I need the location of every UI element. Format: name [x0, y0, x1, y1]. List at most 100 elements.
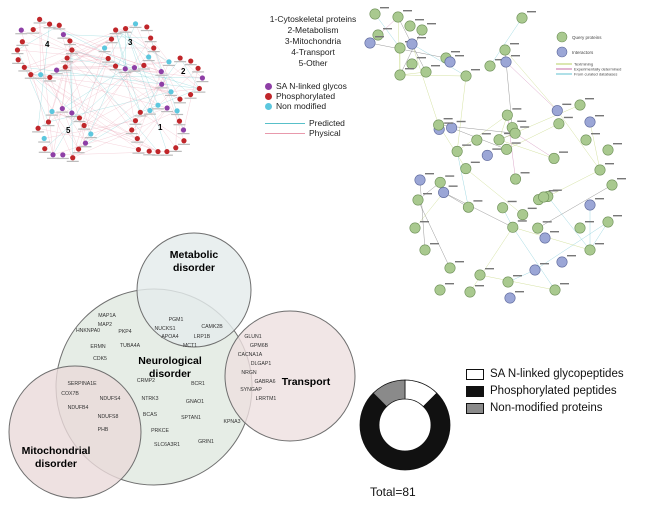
network-node	[38, 72, 44, 78]
node-label-stub	[567, 255, 576, 257]
node-label-stub	[605, 163, 614, 165]
network-edge	[115, 66, 141, 113]
node-label-stub	[462, 144, 472, 146]
query-protein-node	[412, 194, 424, 206]
node-label-stub	[517, 220, 527, 222]
network-node	[21, 64, 27, 70]
network-node	[158, 69, 164, 75]
network-edge	[62, 68, 126, 109]
node-label-stub	[160, 154, 173, 156]
node-label-stub	[27, 32, 40, 34]
legend-physical: Physical	[265, 128, 341, 138]
category-item: 2-Metabolism	[287, 25, 339, 35]
network-edge	[135, 23, 162, 85]
legend-non-modified: Non modified	[265, 101, 326, 111]
network-edge	[179, 57, 200, 89]
red-dot-icon	[265, 92, 272, 100]
network-node	[45, 119, 52, 125]
gene-label: CAMK2B	[201, 324, 223, 330]
string-edge	[589, 121, 601, 171]
node-label-stub	[173, 124, 186, 126]
network-edge	[69, 40, 159, 106]
network-node	[64, 55, 70, 61]
node-label-stub	[513, 275, 522, 277]
string-network-nodes	[364, 7, 626, 304]
gene-label: GNAO1	[186, 399, 204, 405]
node-label-stub	[451, 51, 460, 53]
string-edge	[589, 221, 609, 251]
network-edge	[56, 61, 169, 71]
mito-neuro-genes: SERPINA1E COX7B NDUFS4 NDUFB4 NDUFS8 PHB	[61, 381, 120, 433]
network-node	[147, 107, 153, 114]
metabolic-neuro-genes: PGM1 CAMK2B NUCKS1 LRP1B APOA4 MCT1	[154, 317, 223, 349]
gene-label: ERMN	[90, 344, 106, 350]
network-edge	[140, 112, 185, 141]
node-label-stub	[119, 31, 132, 33]
node-label-stub	[57, 37, 70, 39]
node-label-stub	[504, 132, 514, 135]
interactor-node	[481, 149, 493, 161]
network-node	[188, 58, 194, 64]
node-label-stub	[405, 68, 414, 70]
string-edge	[505, 61, 558, 111]
network-edge	[125, 68, 203, 79]
gene-label: BCAS	[143, 412, 158, 418]
network-node	[174, 108, 180, 114]
node-label-stub	[78, 128, 91, 130]
node-label-stub	[613, 143, 622, 145]
network-node	[101, 45, 108, 51]
network-node	[113, 27, 119, 33]
gene-label: CACNA1A	[238, 352, 263, 358]
node-label-stub	[43, 27, 56, 29]
gene-label: NTRK3	[141, 396, 158, 402]
node-label-stub	[511, 142, 521, 144]
interactor-node	[414, 174, 426, 186]
network-node	[50, 152, 56, 158]
network-edge	[137, 71, 162, 139]
query-protein-node	[372, 29, 384, 41]
interactor-node	[446, 122, 458, 134]
string-edge	[537, 184, 613, 229]
network-edge	[125, 28, 200, 89]
string-edge	[399, 74, 467, 77]
node-label-stub	[65, 53, 78, 55]
network-node	[35, 125, 41, 131]
network-node	[148, 35, 154, 41]
node-label-stub	[443, 117, 453, 120]
node-label-stub	[415, 19, 424, 21]
query-protein-node	[499, 44, 511, 56]
interactor-node	[539, 232, 551, 244]
string-edge	[504, 49, 558, 111]
category-item: 1-Cytoskeletal proteins	[269, 14, 357, 24]
node-label-stub	[56, 111, 69, 113]
query-protein-node	[553, 118, 565, 130]
query-protein-node	[434, 176, 446, 188]
query-protein-node	[538, 191, 550, 203]
network-edge	[30, 74, 203, 79]
string-edge	[469, 227, 514, 293]
gene-label: NUCKS1	[154, 326, 175, 332]
interactor-node	[584, 116, 596, 128]
node-label-stub	[143, 154, 156, 156]
node-label-stub	[142, 59, 155, 62]
node-label-stub	[18, 70, 31, 72]
query-protein-node	[507, 221, 519, 233]
network-edge	[115, 29, 191, 95]
donut-legend-phospho: Phosphorylated peptides	[466, 385, 617, 397]
node-label-stub	[169, 150, 182, 152]
network-node	[135, 146, 142, 153]
query-protein-node	[416, 24, 428, 36]
node-label-stub	[73, 120, 86, 123]
network-edge	[52, 49, 73, 155]
transport-circle	[224, 310, 356, 442]
query-protein-node	[460, 163, 472, 175]
network-node	[166, 59, 172, 65]
node-label-stub	[11, 53, 24, 55]
donut-slice-nonmod	[372, 379, 406, 408]
node-label-stub	[403, 10, 412, 12]
gene-label: APOA4	[161, 334, 178, 340]
node-label-stub	[109, 33, 122, 35]
node-label-stub	[562, 103, 572, 106]
network-node	[49, 108, 55, 115]
network-node	[177, 55, 183, 61]
